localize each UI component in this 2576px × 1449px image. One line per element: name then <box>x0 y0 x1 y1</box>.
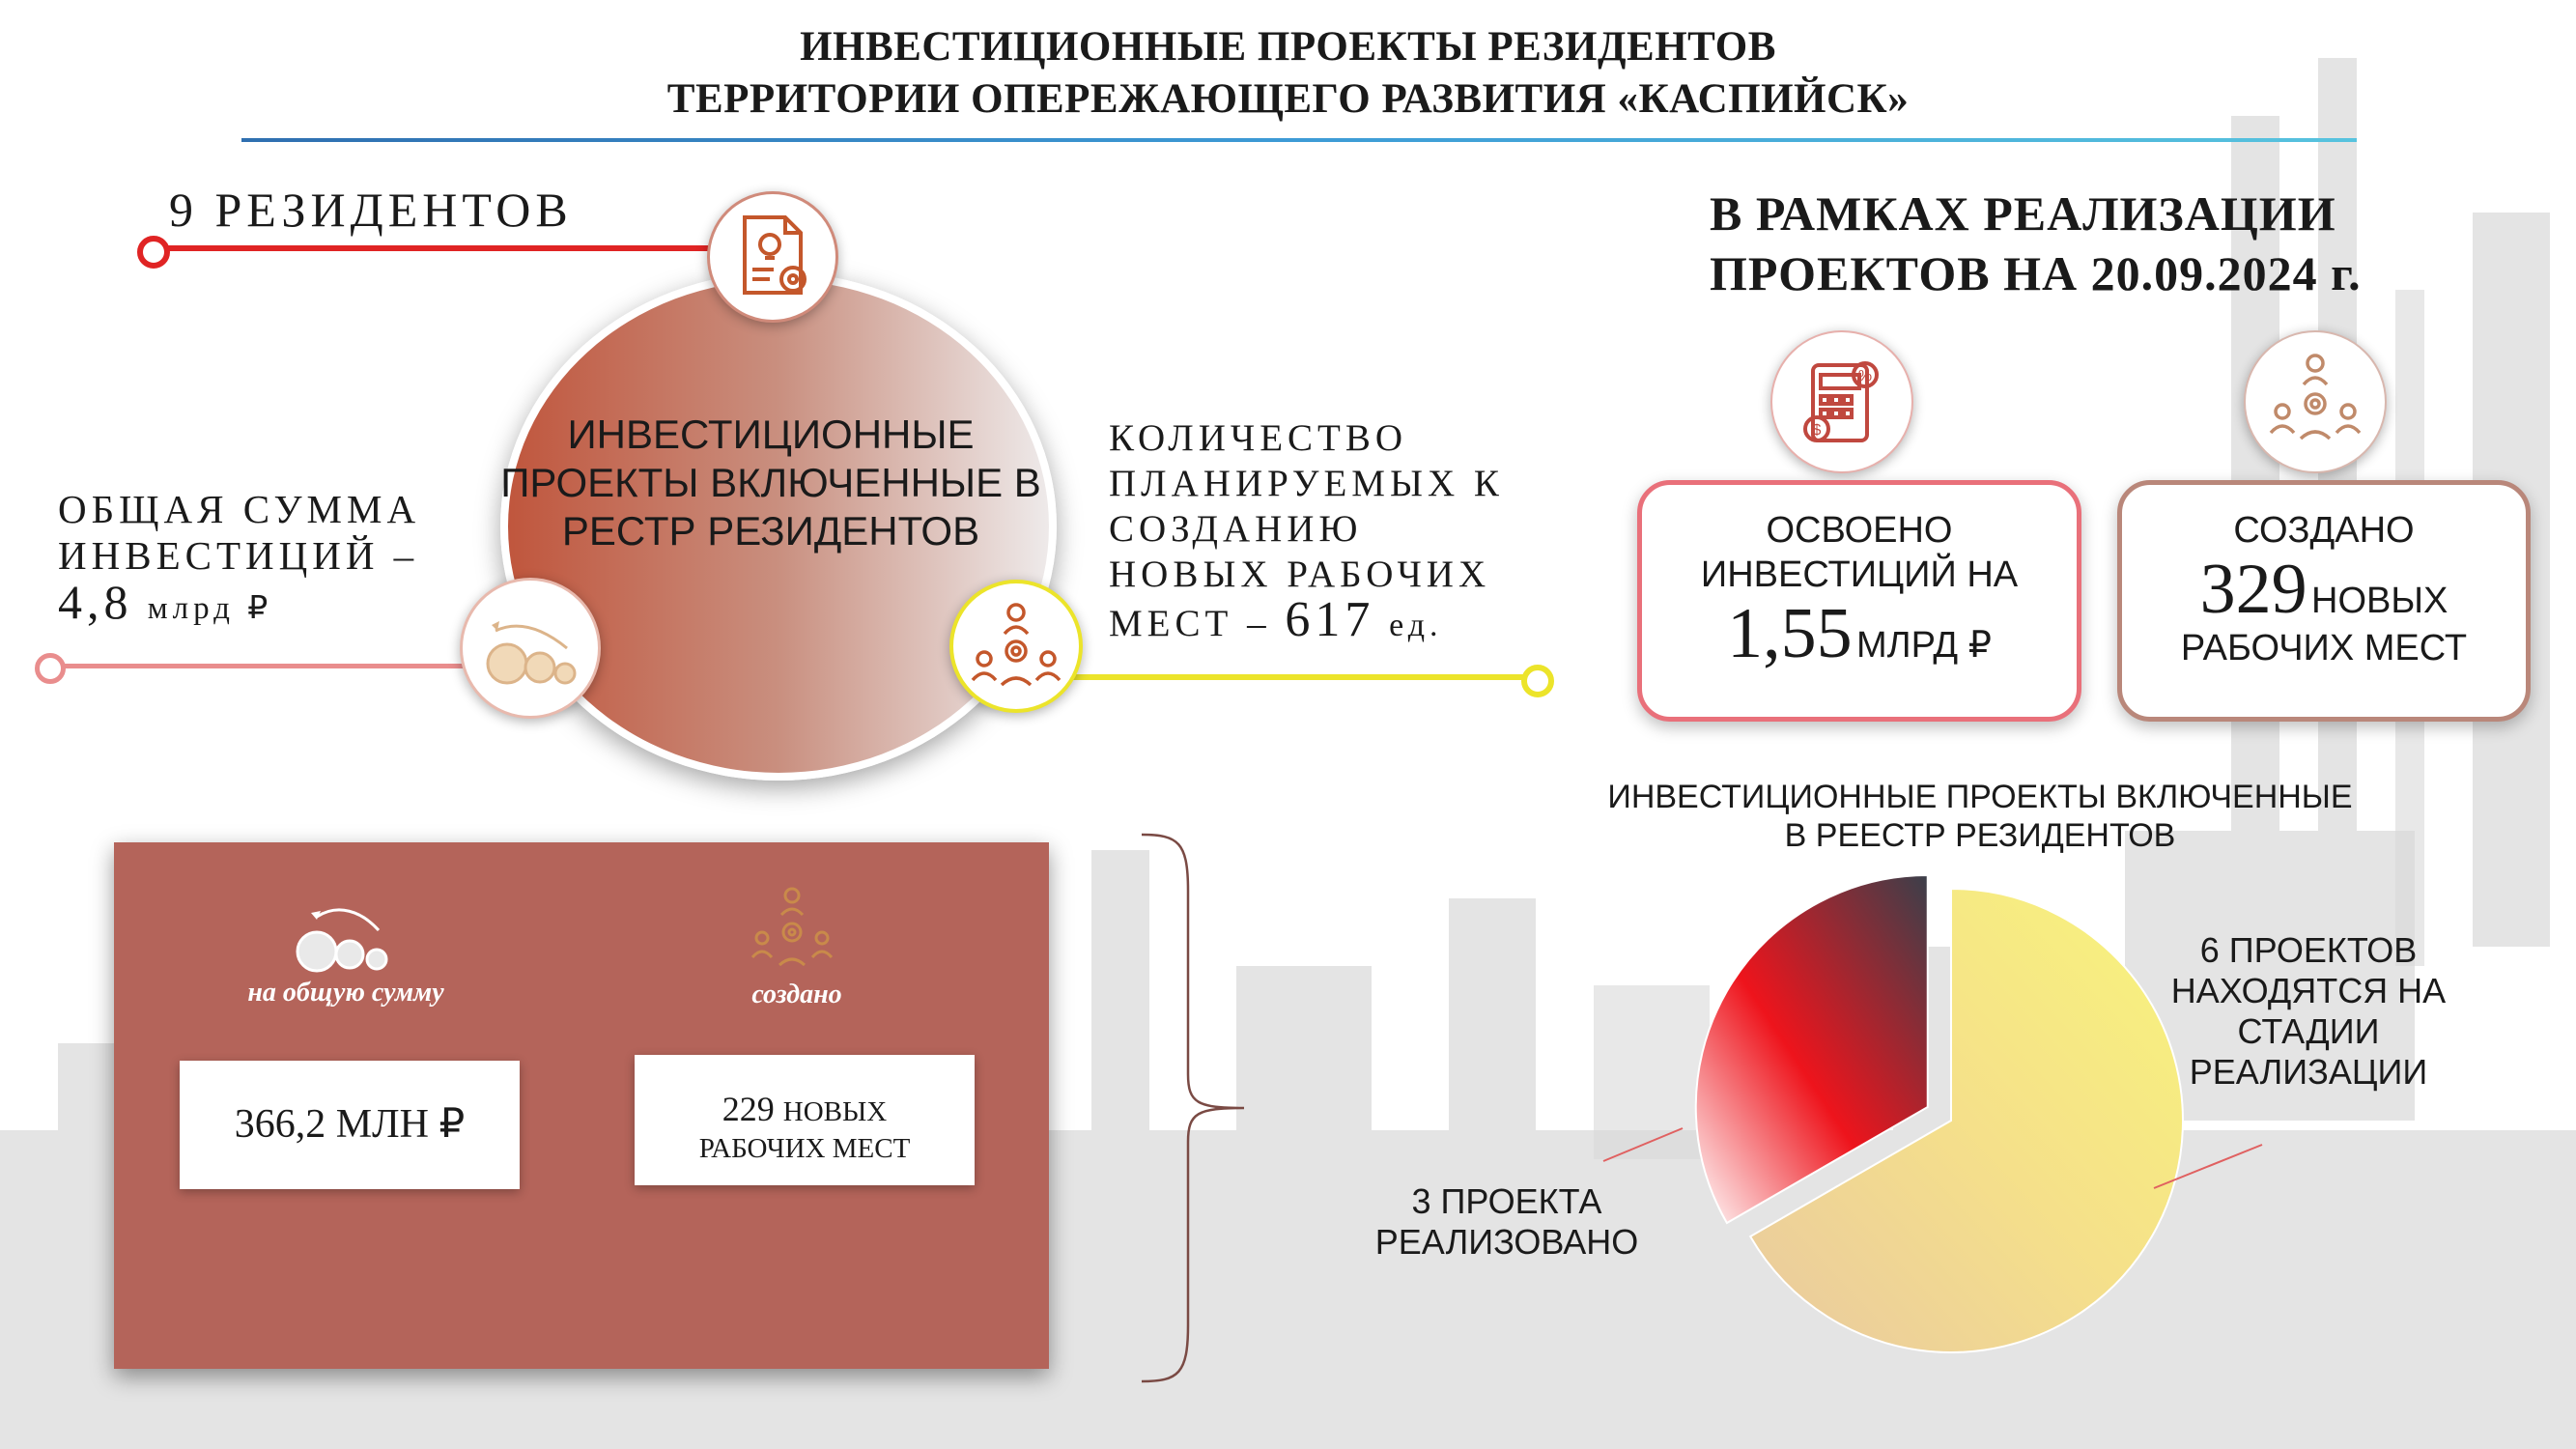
created-value: 329 <box>2199 550 2307 629</box>
invested-line-2: ИНВЕСТИЦИЙ НА <box>1700 554 2019 595</box>
svg-text:$: $ <box>1813 422 1822 439</box>
jobs-connector-line <box>1070 674 1534 680</box>
sum-value: 4,8 <box>58 575 133 629</box>
sum-unit: млрд ₽ <box>147 591 273 626</box>
panel-sum-box: 366,2 МЛН ₽ <box>180 1061 520 1189</box>
jobs-connector-dot <box>1521 665 1554 697</box>
pie-slice-completed <box>1694 873 1929 1225</box>
sum-connector-dot <box>35 653 66 684</box>
sum-line-1: ОБЩАЯ СУММА <box>58 487 421 531</box>
pie-chart <box>1694 873 2184 1353</box>
residents-connector-line <box>150 245 715 251</box>
title-line-2: ТЕРРИТОРИИ ОПЕРЕЖАЮЩЕГО РАЗВИТИЯ «КАСПИЙ… <box>666 76 1910 122</box>
panel-caption-sum: на общую сумму <box>247 978 444 1008</box>
coins-growth-icon <box>296 908 388 973</box>
invested-line-1: ОСВОЕНО <box>1766 510 1953 551</box>
jobs-line-1: КОЛИЧЕСТВО <box>1109 417 1408 459</box>
jobs-line-4: НОВЫХ РАБОЧИХ <box>1109 554 1491 595</box>
jobs-unit: ед. <box>1389 608 1443 643</box>
pie-slice-in-progress <box>1748 887 2184 1353</box>
created-line-3: РАБОЧИХ МЕСТ <box>2180 628 2468 668</box>
invested-value: 1,55 <box>1727 594 1853 673</box>
planned-jobs-label: КОЛИЧЕСТВО ПЛАНИРУЕМЫХ К СОЗДАНИЮ НОВЫХ … <box>1109 415 1504 648</box>
pie-chart-title: ИНВЕСТИЦИОННЫЕ ПРОЕКТЫ ВКЛЮЧЕННЫЕ В РЕЕС… <box>1607 779 2353 854</box>
residents-count: 9 РЕЗИДЕНТОВ <box>169 183 573 237</box>
panel-jobs-box: 229 НОВЫХ РАБОЧИХ МЕСТ <box>635 1055 975 1185</box>
panel-jobs-value: 229 <box>722 1090 775 1128</box>
people-gear-icon <box>750 887 834 967</box>
panel-jobs-unit: НОВЫХ <box>782 1096 888 1127</box>
jobs-line-2: ПЛАНИРУЕМЫХ К <box>1109 463 1504 504</box>
invested-card: ОСВОЕНО ИНВЕСТИЦИЙ НА 1,55 МЛРД ₽ <box>1637 480 2081 722</box>
jobs-value: 617 <box>1285 592 1375 647</box>
title-divider <box>241 138 2357 142</box>
right-heading-line-1: В РАМКАХ РЕАЛИЗАЦИИ <box>1710 186 2336 241</box>
created-unit: НОВЫХ <box>2311 581 2449 621</box>
main-circle-text: ИНВЕСТИЦИОННЫЕ ПРОЕКТЫ ВКЛЮЧЕННЫЕ В РЕСТ… <box>500 412 1041 554</box>
right-heading: В РАМКАХ РЕАЛИЗАЦИИ ПРОЕКТОВ НА 20.09.20… <box>1710 184 2362 303</box>
curly-brace <box>1141 833 1245 1383</box>
right-heading-line-2: ПРОЕКТОВ НА 20.09.2024 г. <box>1710 246 2362 300</box>
total-investment-label: ОБЩАЯ СУММА ИНВЕСТИЦИЙ – 4,8 млрд ₽ <box>58 486 420 632</box>
invested-unit: МЛРД ₽ <box>1856 625 1992 666</box>
jobs-line-3: СОЗДАНИЮ <box>1109 508 1363 550</box>
created-line-1: СОЗДАНО <box>2233 510 2415 551</box>
title-line-1: ИНВЕСТИЦИОННЫЕ ПРОЕКТЫ РЕЗИДЕНТОВ <box>800 24 1776 70</box>
jobs-prefix: МЕСТ – <box>1109 603 1271 644</box>
coins-growth-icon <box>460 578 601 719</box>
panel-caption-created: создано <box>751 980 842 1009</box>
pie-label-in-progress: 6 ПРОЕКТОВ НАХОДЯТСЯ НА СТАДИИ РЕАЛИЗАЦИ… <box>2170 930 2447 1092</box>
team-gear-icon <box>2244 330 2387 473</box>
sum-connector-line <box>48 664 466 668</box>
pie-label-completed: 3 ПРОЕКТА РЕАЛИЗОВАНО <box>1374 1181 1639 1262</box>
svg-text:%: % <box>1858 368 1872 384</box>
panel-jobs-line-2: РАБОЧИХ МЕСТ <box>698 1133 911 1164</box>
sum-line-2: ИНВЕСТИЦИЙ – <box>58 533 419 578</box>
residents-connector-dot <box>137 236 170 269</box>
created-jobs-card: СОЗДАНО 329 НОВЫХ РАБОЧИХ МЕСТ <box>2117 480 2531 722</box>
page-title: ИНВЕСТИЦИОННЫЕ ПРОЕКТЫ РЕЗИДЕНТОВ ТЕРРИТ… <box>0 21 2576 126</box>
calculator-percent-icon: % $ <box>1770 330 1913 473</box>
people-gear-icon <box>949 580 1083 713</box>
document-gear-icon <box>707 191 838 323</box>
